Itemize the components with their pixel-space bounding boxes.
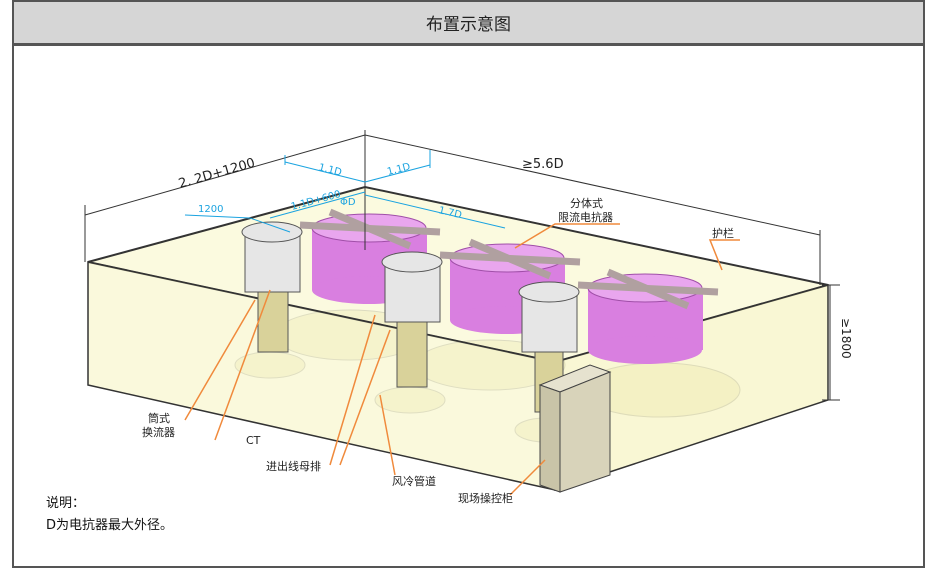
dim-d6: 1.7D: [437, 205, 463, 221]
dimension-lines: [84, 130, 840, 401]
dim-d1: 1.1D: [317, 162, 343, 178]
notes-heading: 说明：: [46, 496, 86, 511]
control-cabinet: [538, 364, 612, 493]
label-ct: CT: [246, 434, 261, 447]
dim-height: ≥1800: [839, 318, 853, 359]
label-cabinet: 现场操控柜: [458, 491, 513, 505]
reactor-1: [299, 208, 441, 304]
page-title: 布置示意图: [12, 0, 925, 45]
label-busbar: 进出线母排: [266, 459, 321, 473]
notes-text: D为电抗器最大外径。: [46, 518, 174, 533]
label-fence: 护栏: [712, 226, 734, 240]
dim-total-width: 2. 2D+1200: [177, 156, 257, 192]
leader-lines: [184, 223, 740, 496]
label-converter-2: 换流器: [142, 425, 175, 439]
dim-length: ≥5.6D: [522, 157, 564, 172]
dim-d5: ΦD: [340, 197, 356, 208]
dimension-lines-blue: [184, 150, 506, 233]
label-duct: 风冷管道: [392, 474, 436, 488]
dim-d2: 1.1D: [386, 161, 412, 177]
reactor-3: [577, 268, 719, 364]
label-converter-1: 筒式: [148, 411, 170, 425]
dim-d4: 1200: [198, 204, 223, 215]
diagram-frame: [12, 44, 925, 568]
label-reactor-1: 分体式: [570, 196, 603, 210]
label-reactor-2: 限流电抗器: [558, 210, 613, 224]
